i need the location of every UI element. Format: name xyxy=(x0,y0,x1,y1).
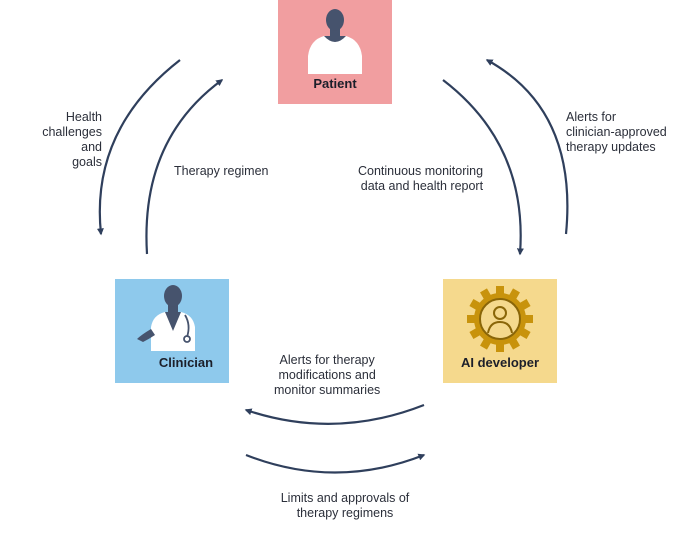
patient-person-icon xyxy=(308,9,362,74)
clinician-node: Clinician xyxy=(115,279,229,383)
flow-label-alerts-modifications: Alerts for therapy modifications and mon… xyxy=(274,353,381,397)
arrow-clinician-to-ai xyxy=(245,453,426,474)
flow-label-health-challenges: Health challenges and goals xyxy=(42,110,102,169)
arrow-patient-to-clinician xyxy=(96,59,181,236)
arrow-ai-to-clinician xyxy=(244,403,425,425)
clinician-doctor-icon xyxy=(137,285,195,351)
flow-label-alerts-updates: Alerts for clinician-approved therapy up… xyxy=(566,110,667,154)
flow-label-therapy-regimen: Therapy regimen xyxy=(174,164,269,178)
arrow-ai-to-patient xyxy=(485,59,569,235)
flow-label-monitoring: Continuous monitoring data and health re… xyxy=(358,164,484,193)
arrow-clinician-to-patient xyxy=(145,79,224,255)
arrow-patient-to-ai xyxy=(442,79,524,256)
ai-developer-label: AI developer xyxy=(460,355,540,370)
flow-label-limits-approvals: Limits and approvals of therapy regimens xyxy=(280,491,410,520)
gear-person-icon xyxy=(467,286,533,352)
ai-developer-node: AI developer xyxy=(443,279,557,383)
patient-node: Patient xyxy=(278,0,392,104)
patient-label: Patient xyxy=(313,76,357,91)
clinician-label: Clinician xyxy=(158,355,214,370)
